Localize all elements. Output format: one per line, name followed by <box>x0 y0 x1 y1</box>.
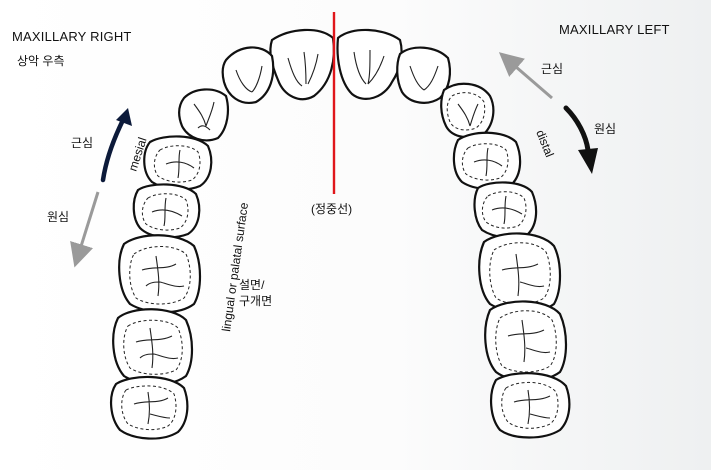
mesial-arrowhead <box>116 108 132 126</box>
right-third-molar <box>110 375 189 440</box>
left-second-premolar <box>473 181 538 239</box>
lingual-ko-line1: 설면/ <box>239 278 265 292</box>
left-first-premolar <box>452 131 522 191</box>
maxillary-left-title: MAXILLARY LEFT <box>559 22 670 37</box>
maxillary-right-ko: 상악 우측 <box>17 54 65 68</box>
mesial-ko-right-side: 근심 <box>71 136 94 150</box>
right-first-premolar <box>143 135 213 191</box>
distal-label: distal <box>533 128 556 159</box>
right-second-molar <box>112 308 194 386</box>
left-central-incisor <box>336 28 403 100</box>
left-second-molar <box>484 300 568 382</box>
right-canine <box>178 88 229 142</box>
mesial-ko-left-side: 근심 <box>541 62 564 76</box>
maxillary-right-title: MAXILLARY RIGHT <box>12 29 132 44</box>
left-first-molar <box>478 232 562 314</box>
right-second-premolar <box>132 183 201 239</box>
left-lateral-incisor <box>396 46 451 104</box>
left-canine <box>440 82 495 139</box>
midline-label: (정중선) <box>311 202 353 216</box>
lingual-ko-line2: 구개면 <box>239 294 273 308</box>
mesial-arrow <box>100 115 127 183</box>
left-third-molar <box>490 372 571 439</box>
right-central-incisor <box>269 28 335 101</box>
right-first-molar <box>118 234 202 314</box>
distal-ko-left-side: 원심 <box>594 122 617 136</box>
distal-arrow-right <box>70 191 100 268</box>
mesial-arrow-left <box>498 52 553 100</box>
distal-ko-right-side: 원심 <box>47 210 70 224</box>
distal-arrowhead <box>578 148 598 174</box>
lingual-surface-label: lingual or palatal surface <box>219 201 251 332</box>
distal-arrow <box>563 105 591 153</box>
right-lateral-incisor <box>221 46 275 104</box>
